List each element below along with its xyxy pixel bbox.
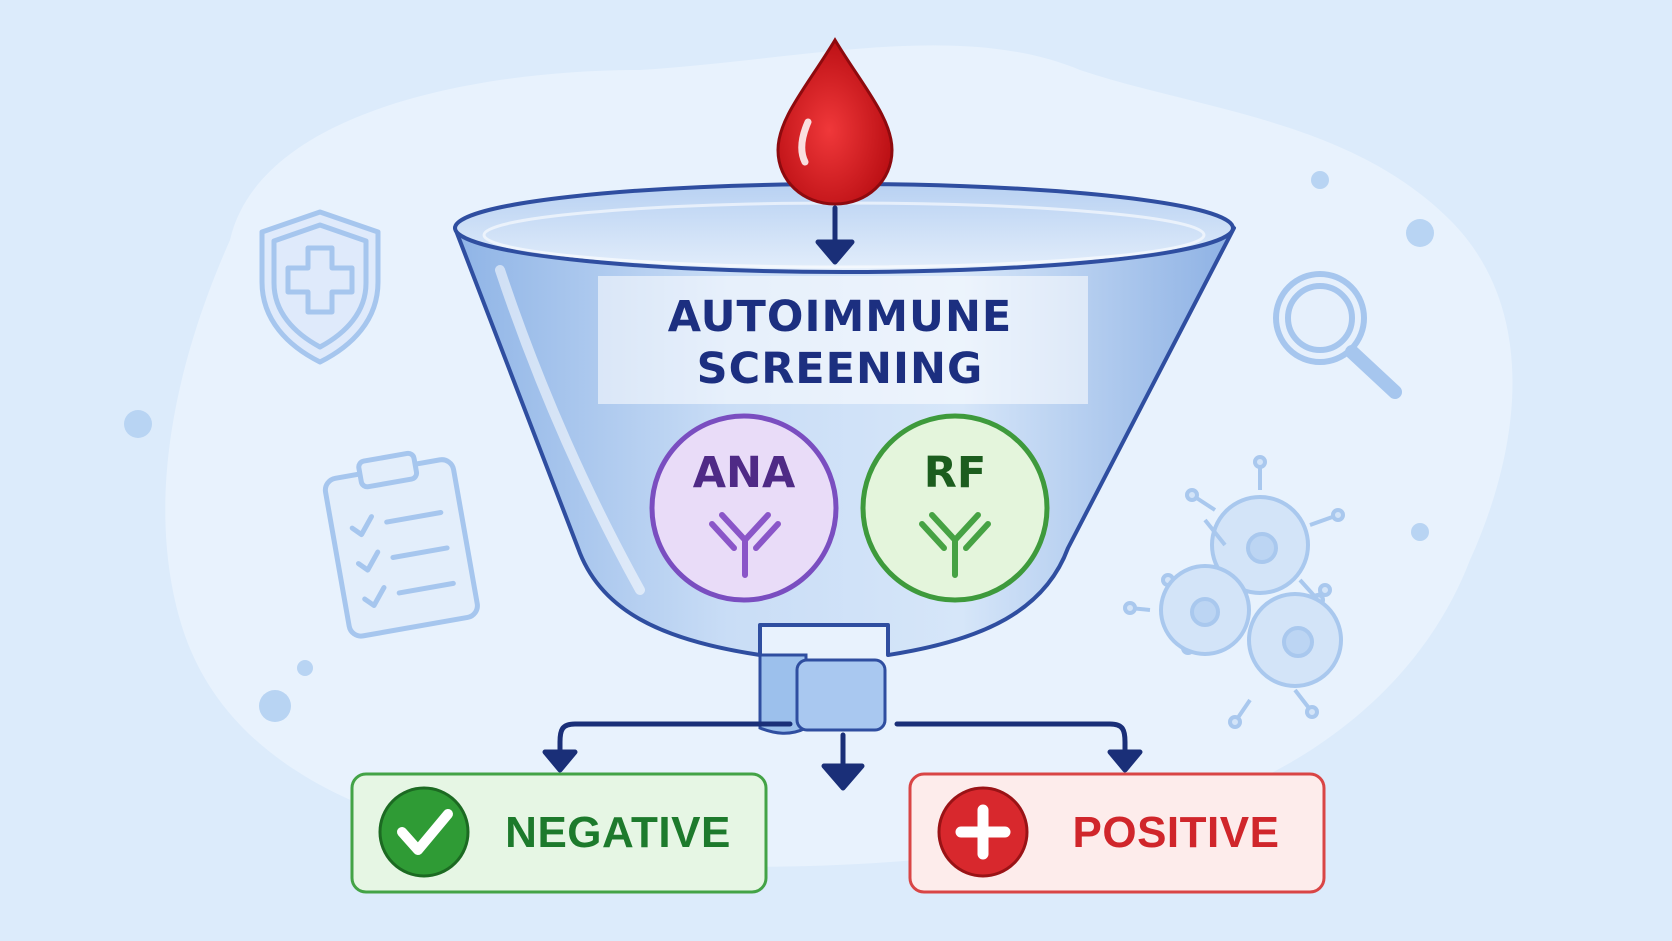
diagram-title-line1: AUTOIMMUNE: [667, 292, 1013, 342]
negative-result-box: [350, 772, 768, 894]
plus-icon: [955, 804, 1011, 860]
clipboard-icon: [322, 450, 480, 639]
positive-label: POSITIVE: [1072, 808, 1280, 857]
diagram-title-line2: SCREENING: [696, 344, 984, 394]
arrow-to-negative: [557, 721, 793, 763]
decorative-dots: [124, 171, 1434, 722]
check-icon: [397, 809, 453, 855]
test-label-ana: ANA: [692, 448, 796, 498]
test-circle-rf: [860, 413, 1050, 603]
negative-label: NEGATIVE: [505, 808, 731, 857]
test-circle-ana: [649, 413, 839, 603]
blood-drop-icon: [776, 37, 894, 206]
positive-result-box: [908, 772, 1326, 894]
virus-icon: [1123, 455, 1345, 729]
test-label-rf: RF: [923, 448, 987, 498]
arrow-to-positive: [894, 721, 1128, 763]
antibody-icon: [709, 512, 781, 578]
magnifier-icon: [1273, 271, 1402, 399]
shield-icon: [259, 209, 381, 365]
antibody-icon: [919, 512, 991, 578]
arrows: [542, 205, 1143, 791]
